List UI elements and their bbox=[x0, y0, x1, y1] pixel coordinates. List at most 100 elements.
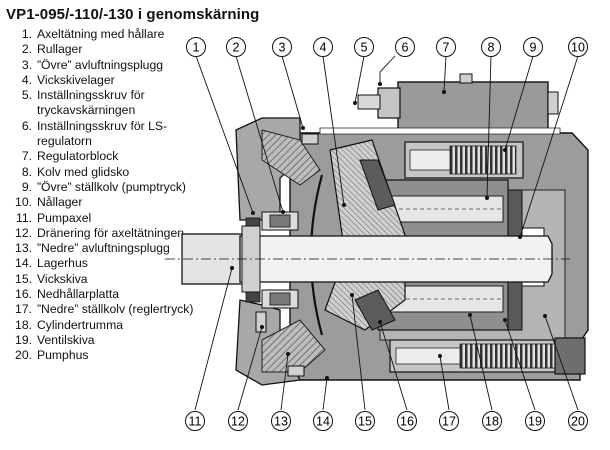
legend-item: 3. ”Övre” avluftningsplugg bbox=[10, 58, 210, 73]
legend-item: 16. Nedhållarplatta bbox=[10, 287, 210, 302]
legend-label: Lagerhus bbox=[37, 256, 88, 271]
svg-text:4: 4 bbox=[320, 41, 327, 55]
legend-number: 1. bbox=[21, 27, 32, 41]
roller-bearing bbox=[261, 211, 299, 309]
legend-label: Axeltätning med hållare bbox=[37, 27, 165, 41]
callout-9: 9 bbox=[523, 37, 543, 57]
callout-4: 4 bbox=[313, 37, 333, 57]
svg-text:19: 19 bbox=[528, 415, 542, 429]
legend-item: 7.Regulatorblock bbox=[10, 149, 210, 164]
svg-text:8: 8 bbox=[488, 41, 495, 55]
legend-item: 19. Ventilskiva bbox=[10, 333, 210, 348]
callout-17: 17 bbox=[439, 411, 459, 431]
legend-number: 6. bbox=[21, 118, 32, 133]
legend-label: Vickskiva bbox=[37, 271, 88, 286]
legend-item: 1. Axeltätning med hållare bbox=[10, 27, 210, 42]
callout-8: 8 bbox=[481, 37, 501, 57]
legend-label: Pumpaxel bbox=[37, 210, 92, 225]
legend-number: 20. bbox=[15, 348, 32, 363]
legend-item: 10.Nållager bbox=[10, 195, 210, 210]
legend-label: Kolv med glidsko bbox=[37, 164, 130, 179]
svg-text:6: 6 bbox=[402, 41, 409, 55]
svg-text:20: 20 bbox=[571, 415, 585, 429]
legend-item: 6. Inställningsskruv för LS-regulatorn bbox=[10, 119, 210, 150]
legend-item: 8.Kolv med glidsko bbox=[10, 165, 210, 180]
legend-number: 11. bbox=[15, 210, 32, 225]
svg-text:18: 18 bbox=[485, 415, 499, 429]
callout-2: 2 bbox=[226, 37, 246, 57]
svg-text:9: 9 bbox=[530, 41, 537, 55]
svg-text:1: 1 bbox=[193, 41, 200, 55]
legend-item: 15. Vickskiva bbox=[10, 272, 210, 287]
legend-number: 3. bbox=[21, 57, 32, 72]
legend-label: ”Nedre” avluftningsplugg bbox=[37, 241, 170, 256]
upper-vent-plug bbox=[301, 133, 319, 145]
legend-label: Inställningsskruv för LS-regulatorn bbox=[37, 118, 168, 149]
svg-text:14: 14 bbox=[316, 415, 330, 429]
legend-label: Nållager bbox=[37, 195, 83, 210]
legend-label: Rullager bbox=[37, 42, 83, 57]
diagram-title: VP1-095/-110/-130 i genomskärning bbox=[6, 6, 260, 23]
svg-text:15: 15 bbox=[358, 415, 372, 429]
callouts-bottom: 11 12 13 14 15 16 17 18 19 20 bbox=[185, 411, 588, 431]
lower-control-piston bbox=[389, 337, 586, 375]
legend-number: 12. bbox=[15, 225, 32, 240]
legend-item: 5.Inställningsskruv för tryckavskärninge… bbox=[10, 88, 210, 119]
svg-text:10: 10 bbox=[571, 41, 585, 55]
legend-item: 11. Pumpaxel bbox=[10, 211, 210, 226]
bearing-housing bbox=[235, 117, 326, 386]
legend-item: 13.”Nedre” avluftningsplugg bbox=[10, 241, 210, 256]
svg-text:12: 12 bbox=[231, 415, 245, 429]
pump-shaft bbox=[165, 225, 570, 293]
legend-label: Ventilskiva bbox=[37, 332, 95, 347]
legend-label: ”Övre” avluftningsplugg bbox=[37, 57, 163, 72]
legend-label: ”Nedre” ställkolv (reglertryck) bbox=[37, 302, 194, 317]
parts-legend: 1. Axeltätning med hållare 2.Rullager 3. ”… bbox=[10, 27, 210, 364]
svg-text:13: 13 bbox=[274, 415, 288, 429]
legend-number: 18. bbox=[15, 317, 32, 332]
callout-13: 13 bbox=[271, 411, 291, 431]
callout-12: 12 bbox=[228, 411, 248, 431]
callouts-top: 1 2 3 4 5 6 7 8 9 10 bbox=[186, 37, 588, 57]
legend-label: Inställningsskruv för tryckavskärningen bbox=[37, 88, 145, 118]
upper-control-piston bbox=[404, 141, 524, 179]
leader-lines-bottom bbox=[194, 267, 579, 411]
svg-text:11: 11 bbox=[189, 415, 202, 429]
svg-text:2: 2 bbox=[233, 41, 240, 55]
callout-16: 16 bbox=[397, 411, 417, 431]
callout-11: 11 bbox=[185, 411, 205, 431]
callout-5: 5 bbox=[354, 37, 374, 57]
legend-number: 9. bbox=[21, 179, 32, 194]
callout-20: 20 bbox=[568, 411, 588, 431]
leader-lines-top bbox=[195, 55, 579, 238]
legend-label: Nedhållarplatta bbox=[37, 287, 119, 302]
svg-text:3: 3 bbox=[279, 41, 286, 55]
legend-label: Cylindertrumma bbox=[37, 317, 124, 332]
legend-item: 20. Pumphus bbox=[10, 348, 210, 363]
legend-item: 2.Rullager bbox=[10, 42, 210, 57]
callout-19: 19 bbox=[525, 411, 545, 431]
legend-item: 17. ”Nedre” ställkolv (reglertryck) bbox=[10, 302, 210, 317]
legend-number: 15. bbox=[15, 271, 32, 286]
legend-item: 14. Lagerhus bbox=[10, 256, 210, 271]
legend-number: 4. bbox=[21, 72, 32, 87]
svg-text:5: 5 bbox=[361, 41, 368, 55]
callout-15: 15 bbox=[355, 411, 375, 431]
legend-label: Pumphus bbox=[37, 348, 89, 363]
legend-item: 18. Cylindertrumma bbox=[10, 318, 210, 333]
callout-6: 6 bbox=[395, 37, 415, 57]
legend-item: 9.”Övre” ställkolv (pumptryck) bbox=[10, 180, 210, 195]
legend-number: 16. bbox=[15, 287, 32, 302]
callout-3: 3 bbox=[272, 37, 292, 57]
callout-7: 7 bbox=[436, 37, 456, 57]
lower-vent-plug bbox=[287, 365, 305, 377]
callout-1: 1 bbox=[186, 37, 206, 57]
legend-number: 19. bbox=[15, 332, 32, 347]
legend-label: Dränering för axeltätningen bbox=[37, 225, 185, 240]
callout-18: 18 bbox=[482, 411, 502, 431]
legend-number: 17. bbox=[15, 302, 32, 317]
svg-text:17: 17 bbox=[442, 415, 456, 429]
legend-number: 14. bbox=[15, 256, 32, 271]
legend-number: 7. bbox=[21, 149, 32, 164]
